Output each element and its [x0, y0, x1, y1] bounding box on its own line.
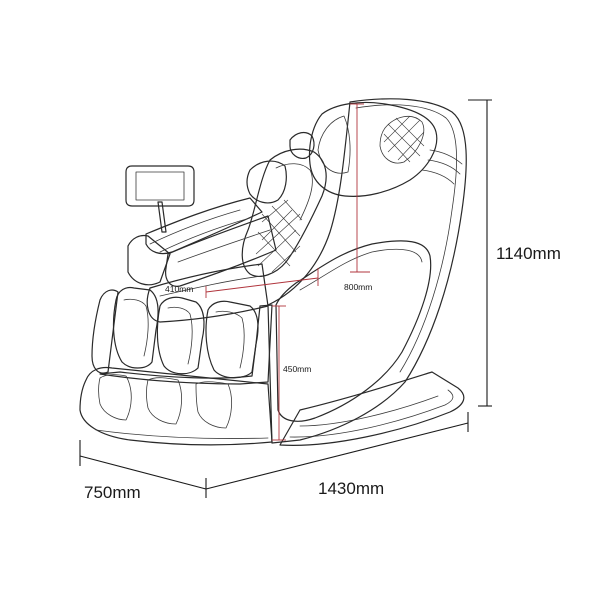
chair-backrest [241, 101, 438, 277]
length-dimension-line [205, 412, 469, 490]
chair-leg-rest [91, 286, 273, 385]
length-dimension-label: 1430mm [318, 479, 384, 498]
chair-side-shell [267, 98, 467, 444]
control-tablet [125, 165, 195, 207]
chair-base [279, 371, 465, 446]
height-dimension-label: 1140mm [496, 244, 561, 263]
width-dimension-line [79, 440, 207, 498]
width-dimension-label: 750mm [84, 483, 141, 502]
seat-height-dimension-label: 450mm [283, 364, 311, 374]
seat-width-dimension-line [205, 268, 319, 298]
height-dimension-line [468, 99, 492, 407]
chair-seat [146, 263, 269, 323]
chair-foot-rest [79, 366, 273, 446]
seat-width-dimension-label: 410mm [165, 284, 193, 294]
backrest-dimension-line [350, 103, 370, 273]
seat-height-dimension-line [272, 305, 286, 441]
backrest-dimension-label: 800mm [344, 282, 372, 292]
